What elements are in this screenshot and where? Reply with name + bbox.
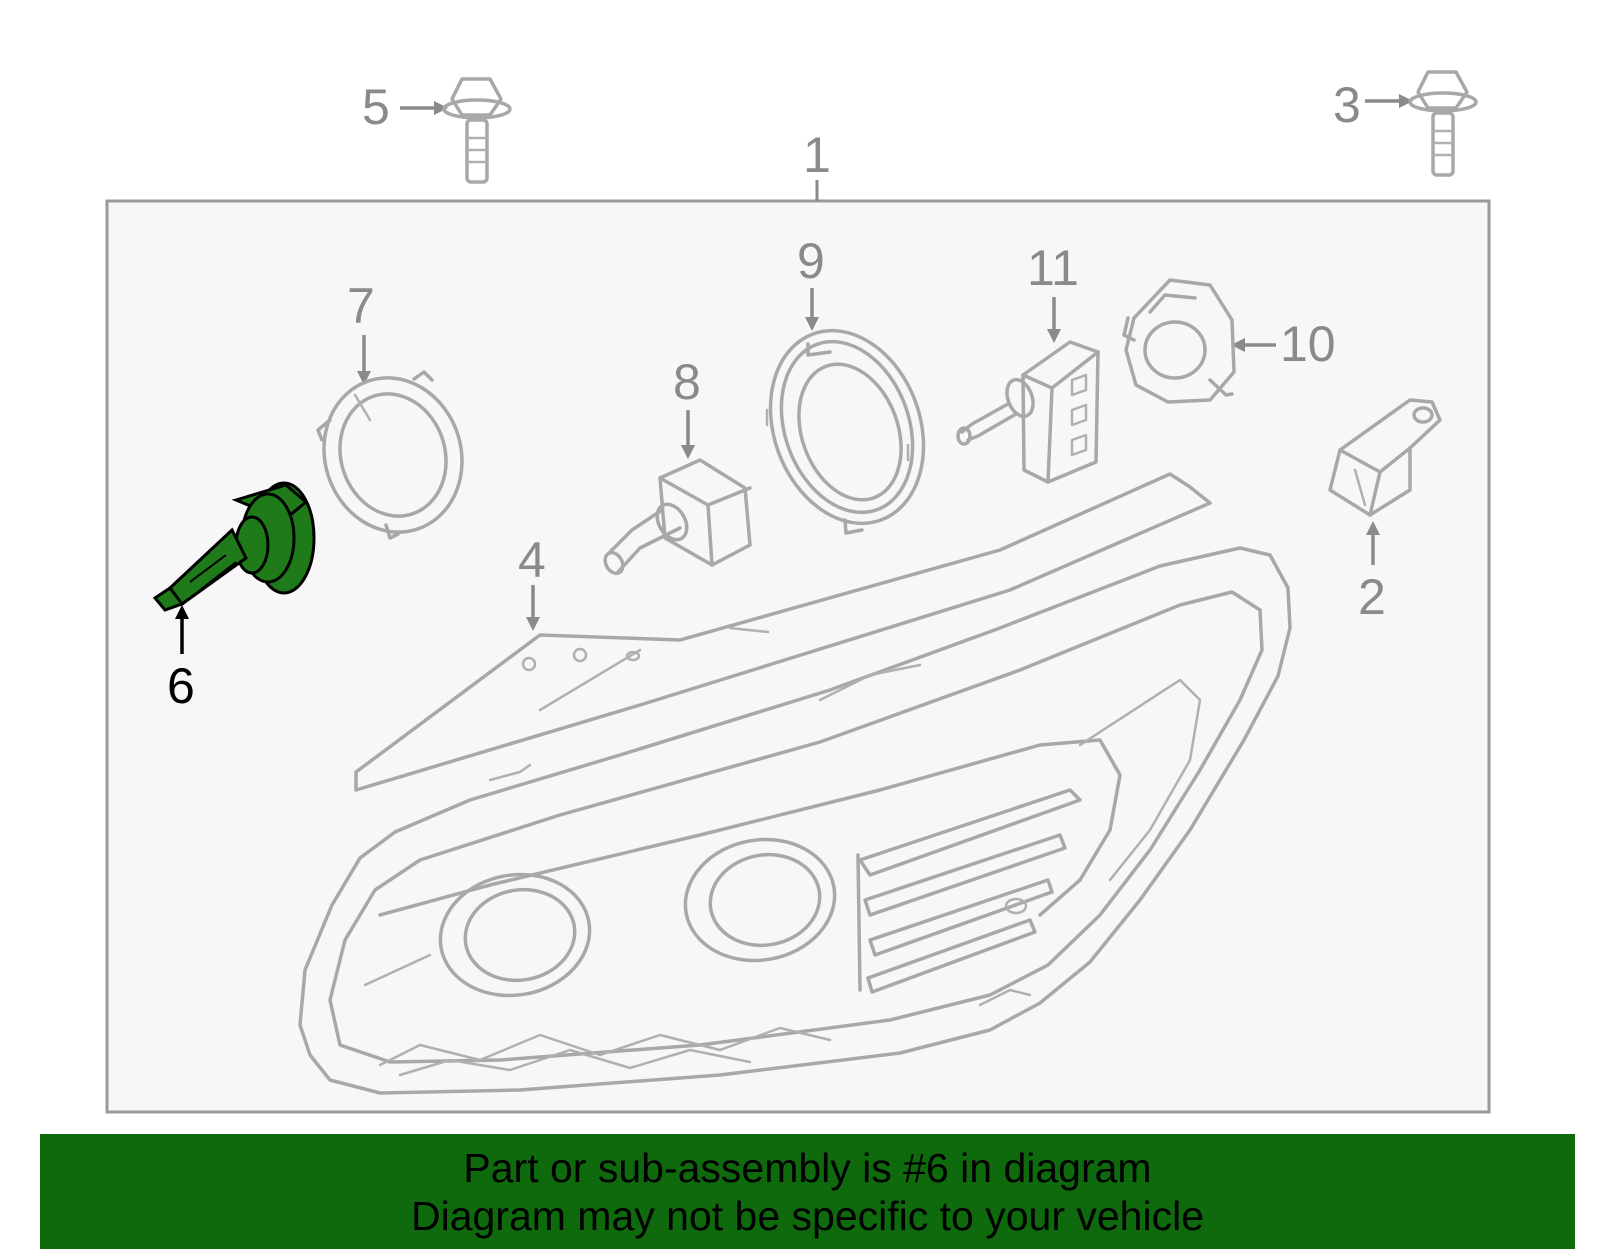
arrow-4: [526, 585, 540, 631]
halogen-bulb-part-6[interactable]: [152, 481, 316, 612]
callout-9[interactable]: 9: [797, 233, 825, 289]
trim-strip-part-4[interactable]: [354, 472, 1212, 792]
info-banner: Part or sub-assembly is #6 in diagram Di…: [40, 1134, 1575, 1249]
banner-line-2: Diagram may not be specific to your vehi…: [410, 1193, 1204, 1239]
bolt-part-5[interactable]: [442, 77, 512, 184]
bolt-part-3[interactable]: [1408, 70, 1478, 177]
callout-2[interactable]: 2: [1358, 569, 1386, 625]
bracket-part-2[interactable]: [1328, 398, 1442, 517]
callout-4[interactable]: 4: [518, 532, 546, 588]
hid-bulb-part-8[interactable]: [602, 458, 752, 577]
arrow-8: [681, 410, 695, 459]
projector-lens-part-9[interactable]: [745, 309, 950, 545]
callout-7[interactable]: 7: [347, 278, 375, 334]
arrow-10: [1231, 338, 1276, 352]
leveling-motor-part-11[interactable]: [956, 340, 1100, 484]
callout-10[interactable]: 10: [1280, 316, 1336, 372]
socket-cover-part-10[interactable]: [1122, 278, 1236, 404]
arrow-7: [357, 335, 371, 385]
arrow-5: [400, 101, 448, 115]
arrow-3: [1365, 94, 1413, 108]
arrow-9: [805, 288, 819, 331]
arrow-11: [1047, 297, 1061, 343]
callout-1[interactable]: 1: [803, 127, 831, 183]
arrow-2: [1366, 521, 1380, 565]
callout-6[interactable]: 6: [167, 658, 195, 714]
banner-line-1: Part or sub-assembly is #6 in diagram: [463, 1145, 1152, 1191]
callout-3[interactable]: 3: [1333, 77, 1361, 133]
headlamp-housing-part-1[interactable]: [298, 546, 1292, 1095]
callout-8[interactable]: 8: [673, 354, 701, 410]
arrow-6: [175, 605, 189, 654]
callout-5[interactable]: 5: [362, 79, 390, 135]
retainer-ring-part-7[interactable]: [304, 360, 482, 550]
callout-11[interactable]: 11: [1027, 240, 1079, 296]
